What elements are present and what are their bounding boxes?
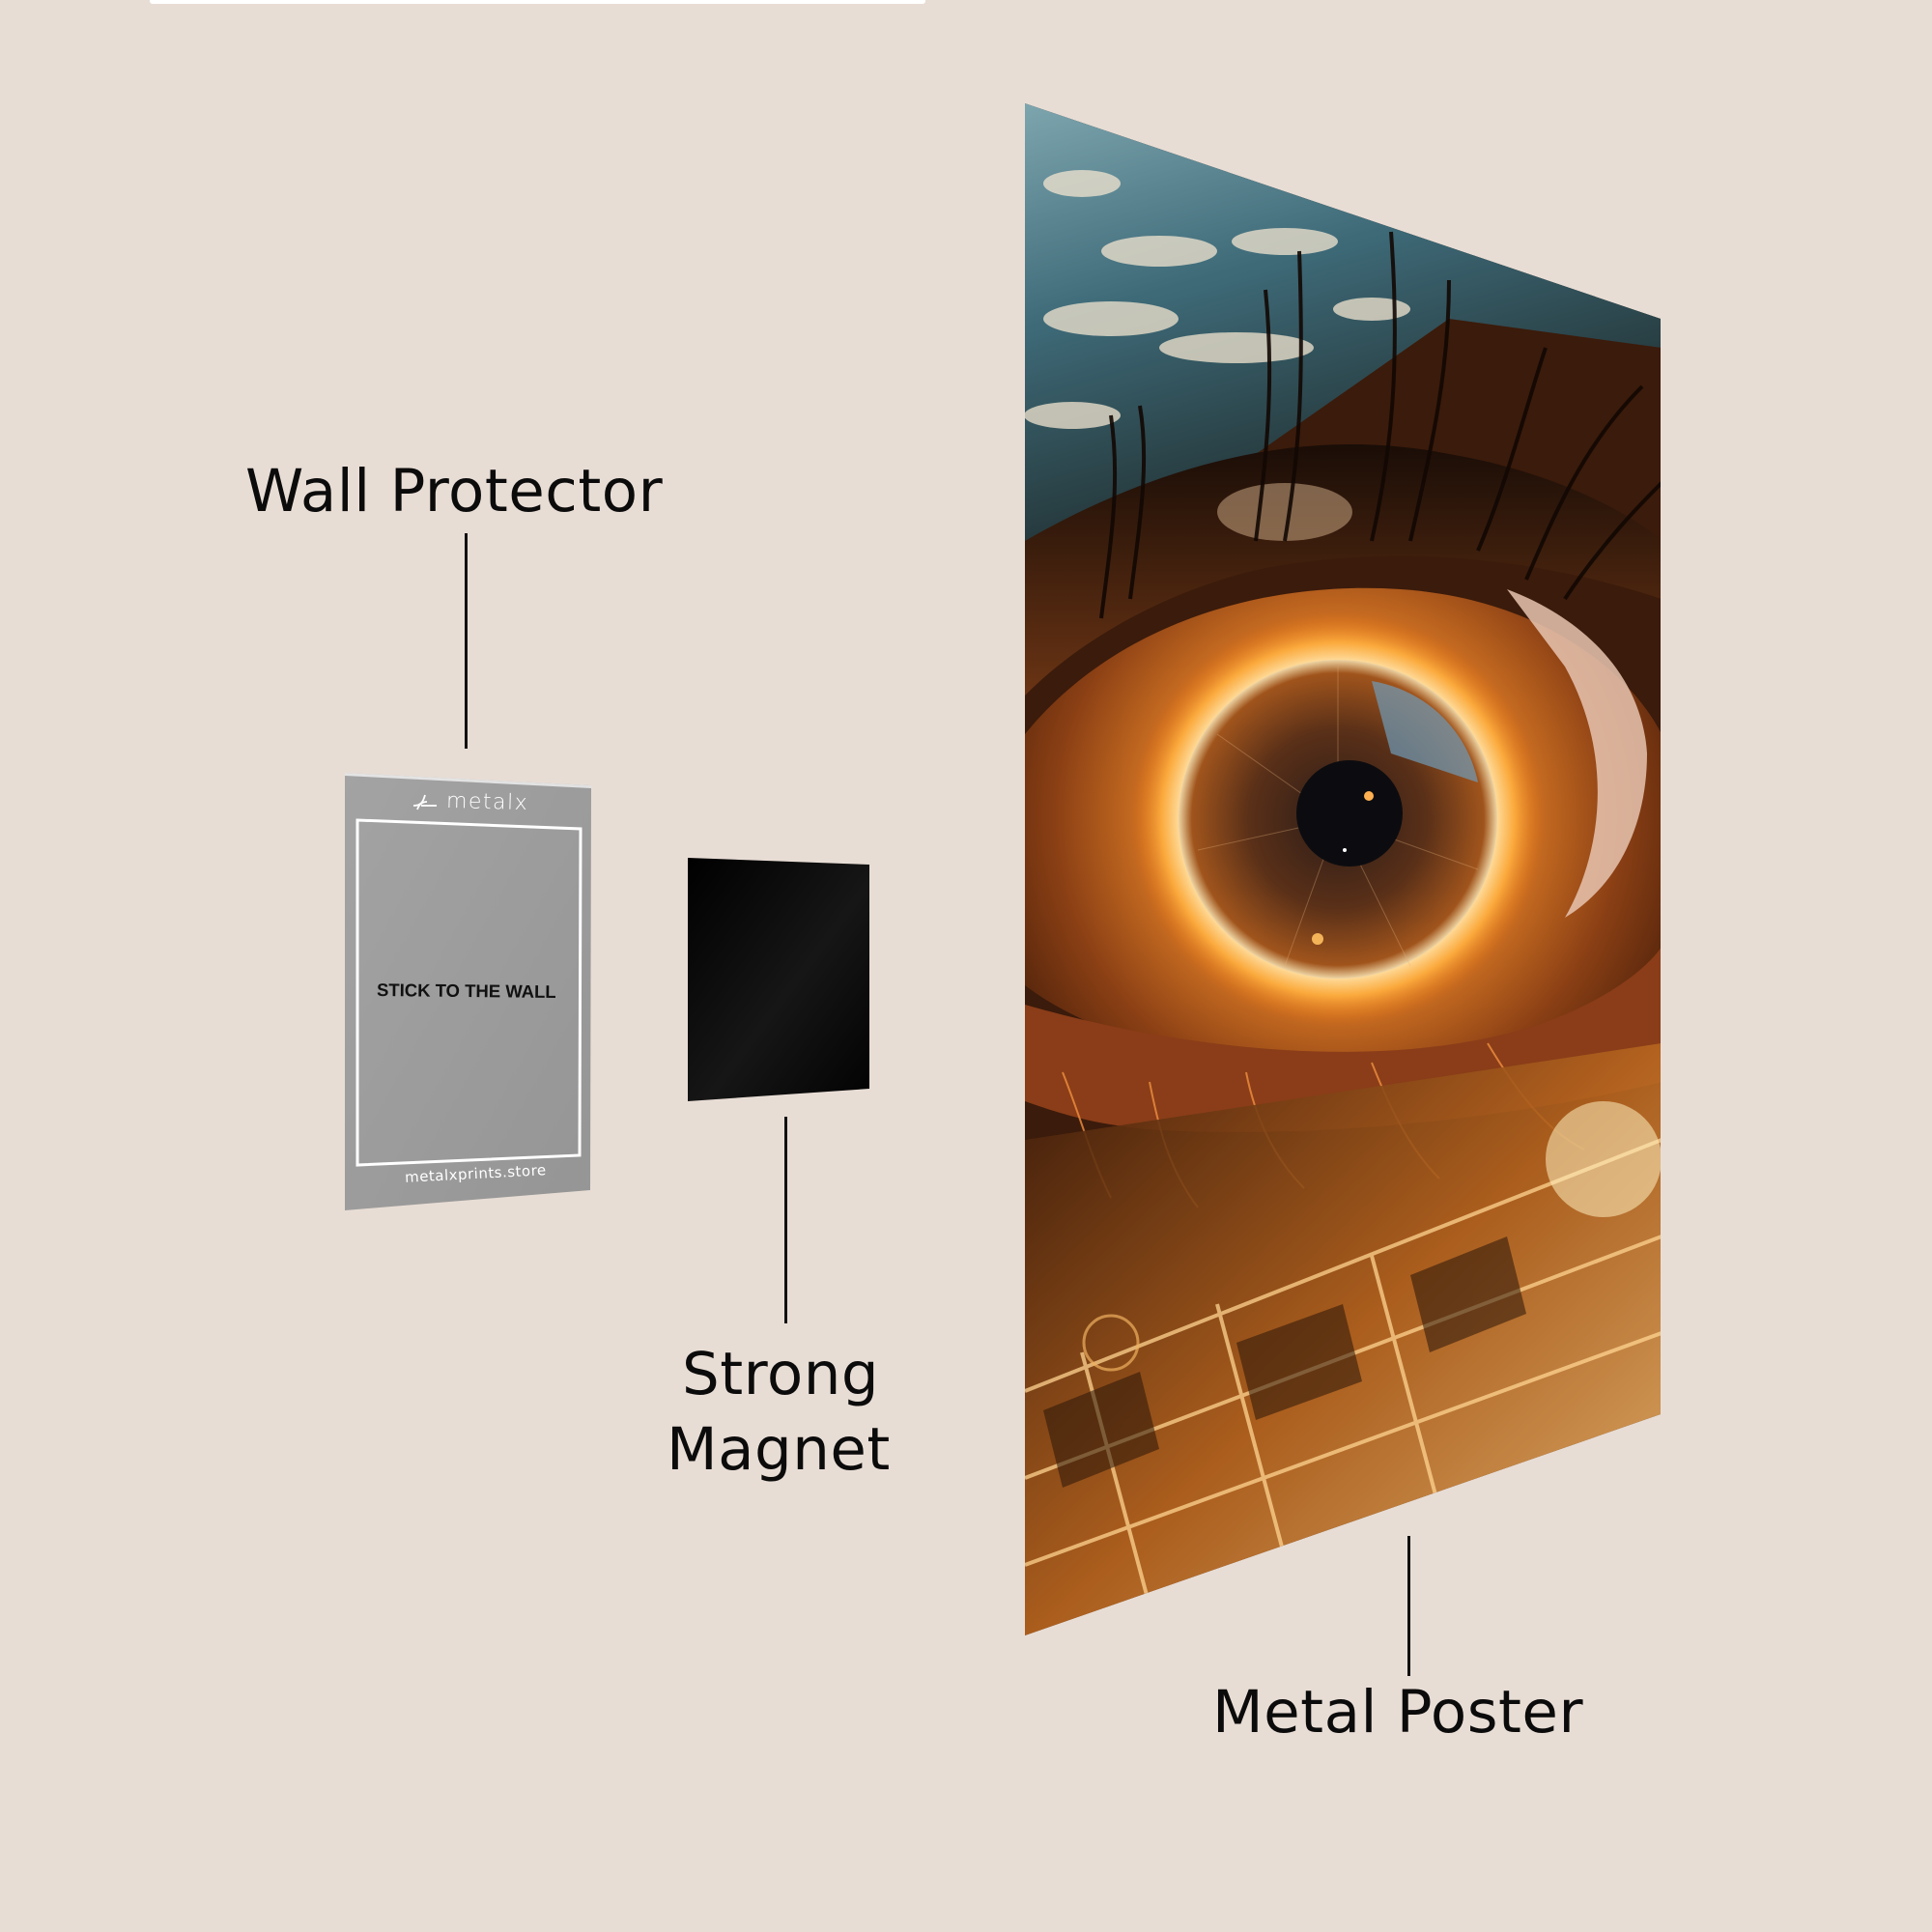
top-edge-bar <box>150 0 925 4</box>
wall-protector-leader-line <box>465 533 468 749</box>
metal-poster-leader-line <box>1407 1536 1410 1676</box>
strong-magnet-label-line1: Strong <box>682 1340 880 1408</box>
strong-magnet-leader-line <box>784 1117 787 1323</box>
wall-protector-label: Wall Protector <box>245 457 664 526</box>
strong-magnet-label-line2: Magnet <box>667 1415 891 1484</box>
metal-poster-label: Metal Poster <box>1212 1678 1584 1747</box>
